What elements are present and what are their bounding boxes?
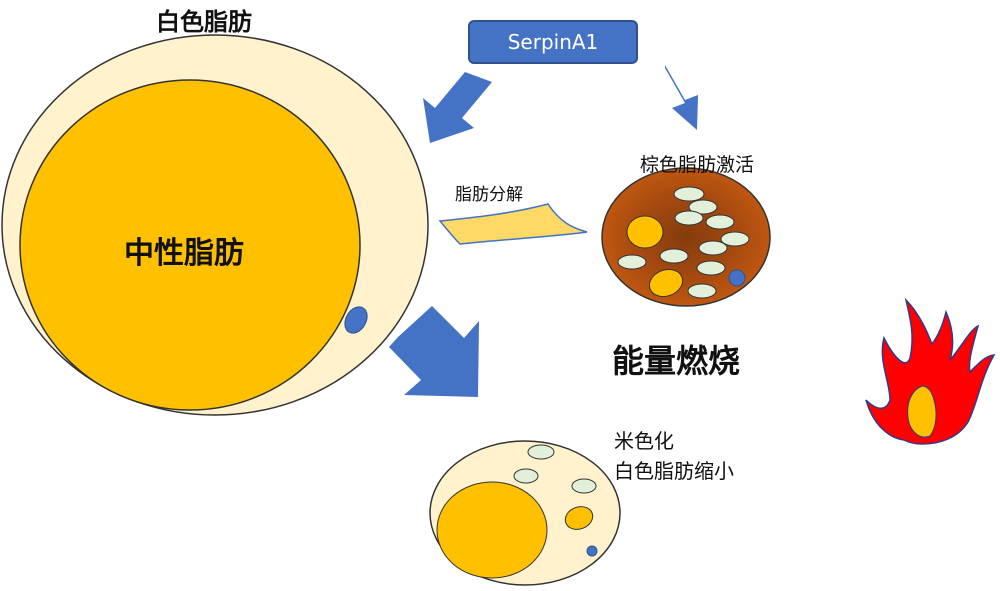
mitochondrion: [698, 240, 728, 256]
flame-inner: [907, 385, 937, 438]
mitochondrion: [688, 199, 718, 215]
mitochondrion: [513, 468, 539, 484]
brown-fat-lipid: [626, 215, 664, 249]
mitochondrion: [527, 444, 555, 460]
beige-fat-nucleus: [586, 545, 598, 557]
beige-fat-droplet: [436, 481, 548, 579]
mitochondrion: [659, 248, 689, 264]
arrow-to-brown-fat: [665, 65, 698, 130]
flame-icon: [865, 297, 996, 445]
mitochondrion: [696, 260, 726, 276]
mitochondrion: [617, 254, 647, 270]
mitochondrion: [673, 186, 705, 202]
brown-fat-activation-label: 棕色脂肪激活: [640, 154, 755, 176]
white-fat-shrink-label: 白色脂肪缩小: [614, 459, 734, 483]
beige-fat-lipid: [564, 506, 594, 530]
brown-fat-cell-body: [601, 167, 771, 307]
white-fat-nucleus: [344, 306, 368, 334]
energy-burn-label: 能量燃烧: [612, 342, 741, 380]
mitochondrion: [674, 210, 704, 226]
flame-outer: [865, 297, 996, 445]
neutral-fat-label: 中性脂肪: [124, 236, 244, 271]
brown-fat-lipid: [648, 268, 684, 298]
brown-fat-cell: [601, 167, 771, 307]
white-fat-title: 白色脂肪: [156, 8, 252, 36]
mitochondrion: [687, 283, 717, 299]
arrow-to-white-fat: [423, 72, 492, 143]
beiging-label: 米色化: [614, 429, 674, 453]
lipolysis-label: 脂肪分解: [455, 185, 523, 205]
mitochondrion: [720, 231, 750, 247]
beige-fat-cell: [429, 440, 621, 586]
brown-fat-nucleus: [728, 269, 746, 287]
beiging-label-group: 米色化 白色脂肪缩小: [614, 426, 734, 486]
neutral-fat-droplet: [19, 79, 361, 411]
arrow-to-beige-cell: [389, 306, 479, 397]
mitochondrion: [571, 478, 597, 494]
mitochondrion: [705, 214, 735, 230]
serpina1-box: SerpinA1: [468, 20, 638, 64]
white-fat-cell: [1, 34, 429, 416]
lipolysis-shape: [438, 203, 588, 245]
